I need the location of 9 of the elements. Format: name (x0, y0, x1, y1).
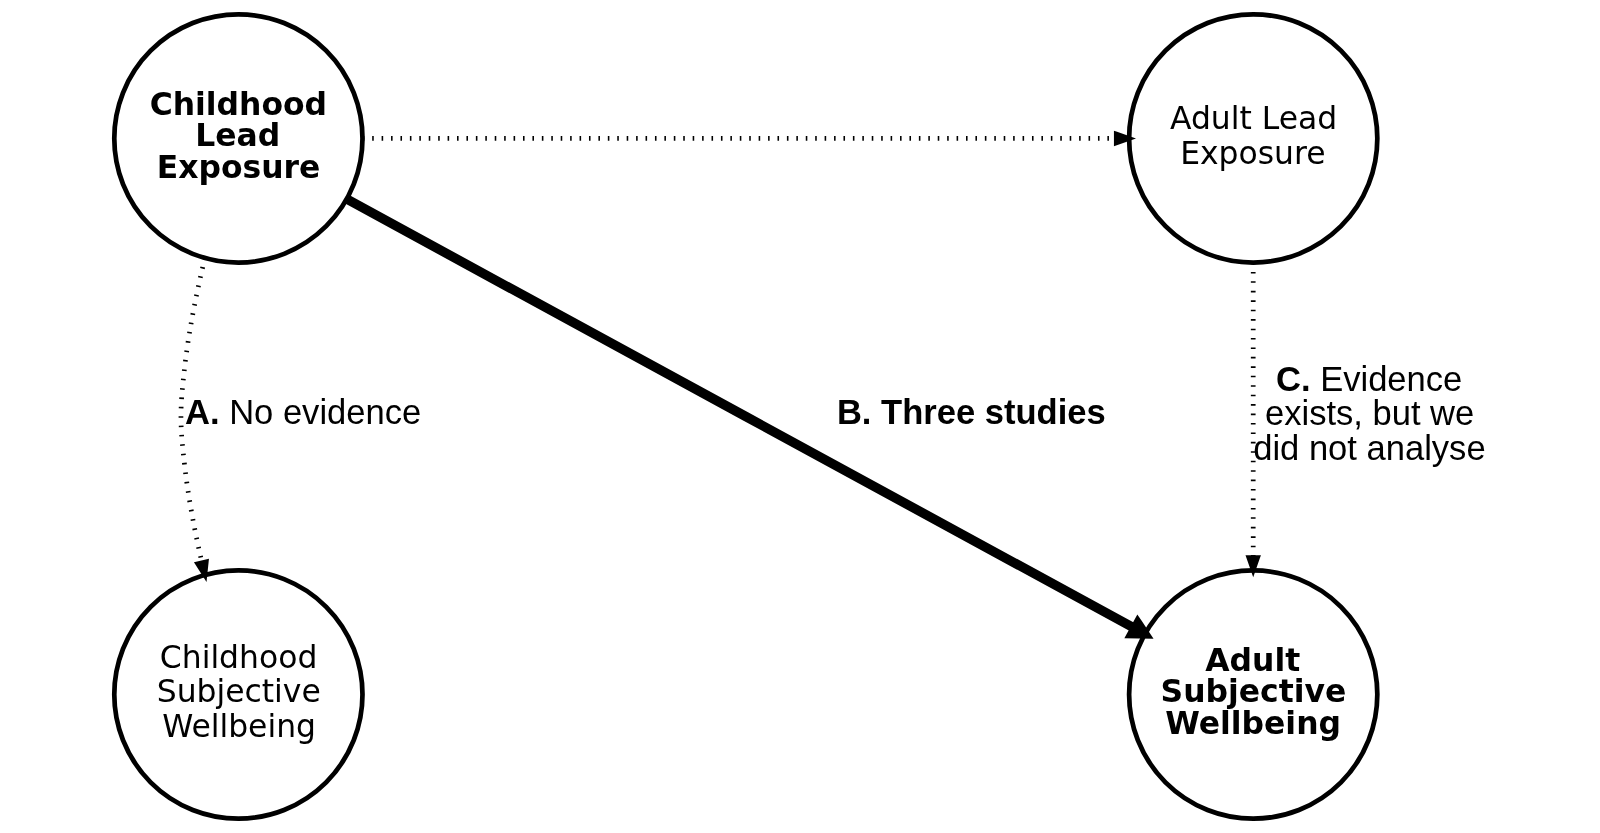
edge-label: C. Evidence exists, but we did not analyse (1253, 359, 1486, 467)
arrow (362, 130, 1136, 147)
node-circle: Childhood Lead Exposure (111, 12, 365, 265)
edge-label: A. No evidence (184, 392, 422, 431)
arrow (1245, 262, 1261, 578)
node-circle: Childhood Subjective Wellbeing (111, 568, 365, 821)
arrow (344, 195, 1154, 639)
node-circle: Adult Lead Exposure (1126, 12, 1380, 265)
edge-label: B. Three studies (836, 392, 1106, 431)
